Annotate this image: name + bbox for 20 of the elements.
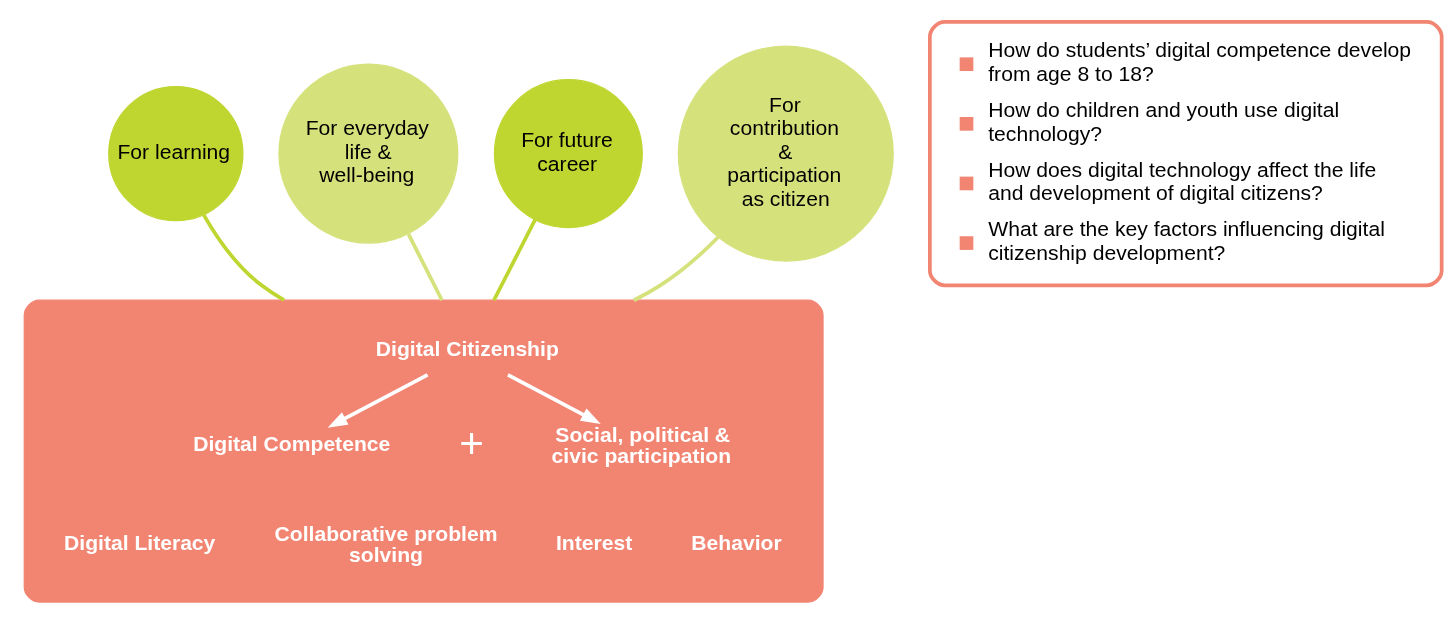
node-circle: For future career bbox=[493, 79, 643, 229]
label: + bbox=[458, 420, 484, 468]
node-text: Social, political & civic participation bbox=[551, 422, 731, 468]
node-text: Digital Competence bbox=[192, 432, 390, 456]
node-text: Digital Literacy bbox=[63, 531, 215, 555]
cluster bbox=[23, 299, 824, 603]
connector bbox=[201, 213, 285, 302]
arrow bbox=[506, 373, 601, 424]
node-circle: For contribution & participation as citizen bbox=[677, 45, 894, 262]
node-text: Collaborative problem solving bbox=[274, 521, 497, 566]
node-circle: For learning bbox=[107, 85, 244, 222]
node-box: How do students’ digital competence develop from age 8 to 18? How do children and youth use digital technology? How does digital technology affect the life and development of digital citizens? What are the key factors influencing digital citizenship development? bbox=[927, 20, 1444, 288]
node-circle: For everyday life & well-being bbox=[277, 63, 458, 244]
arrow bbox=[327, 373, 428, 428]
connector bbox=[632, 235, 719, 302]
connector bbox=[406, 233, 444, 302]
node-text: Interest bbox=[555, 531, 632, 555]
node-text: Behavior bbox=[690, 531, 782, 555]
node-text: Digital Citizenship bbox=[375, 337, 559, 361]
connector bbox=[491, 218, 537, 302]
